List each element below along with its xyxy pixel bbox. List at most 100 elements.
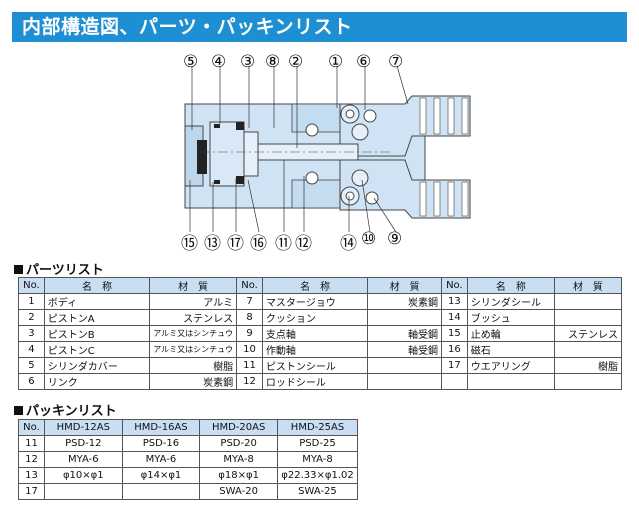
part-material: アルミ (149, 293, 238, 310)
part-name: マスタージョウ (261, 293, 369, 310)
parts-table: No. 名 称 材 質 No. 名 称 材 質 No. 名 称 材 質 1 ボデ… (18, 277, 623, 390)
packing-no: 11 (18, 435, 45, 452)
col-name: 名 称 (466, 277, 555, 294)
part-name: 作動軸 (261, 341, 369, 358)
callout-label: ⑮ (181, 234, 198, 254)
packing-cell: PSD-25 (276, 435, 359, 452)
callout-label: ⑥ (356, 52, 372, 72)
packing-cell: MYA-6 (43, 451, 123, 468)
section-square-icon (14, 406, 23, 415)
part-material: アルミ又はシンチュウ (149, 325, 238, 342)
callout-label: ③ (240, 52, 256, 72)
parts-table-header: No. 名 称 材 質 No. 名 称 材 質 No. 名 称 材 質 (18, 277, 623, 294)
callout-labels-top: ⑤ ④ ③ ⑧ ② ① ⑥ ⑦ (0, 52, 639, 72)
part-name: ピストンB (43, 325, 151, 342)
part-no: 7 (236, 293, 263, 310)
part-material: 樹脂 (553, 357, 623, 374)
part-no: 14 (440, 309, 468, 326)
table-row: 1 ボディ アルミ 7 マスタージョウ 炭素鋼 13 シリンダシール (18, 293, 623, 310)
table-row: 5 シリンダカバー 樹脂 11 ピストンシール 17 ウエアリング 樹脂 (18, 357, 623, 374)
part-no: 9 (236, 325, 263, 342)
part-no: 3 (18, 325, 45, 342)
col-material: 材 質 (367, 277, 442, 294)
callout-label: ⑬ (204, 234, 221, 254)
empty-cell (466, 373, 555, 390)
part-no: 13 (440, 293, 468, 310)
part-material (367, 357, 442, 374)
internal-structure-diagram (184, 65, 471, 233)
page-title: 内部構造図、パーツ・パッキンリスト (12, 12, 627, 42)
part-name: シリンダカバー (43, 357, 151, 374)
part-name: ウエアリング (466, 357, 555, 374)
table-row: 2 ピストンA ステンレス 8 クッション 14 ブッシュ (18, 309, 623, 326)
part-no: 6 (18, 373, 45, 390)
packing-table: No. HMD-12AS HMD-16AS HMD-20AS HMD-25AS … (18, 419, 359, 500)
callout-label: ⑧ (265, 52, 281, 72)
callout-label: ⑦ (388, 52, 404, 72)
callout-label: ⑤ (183, 52, 199, 72)
part-name: 支点軸 (261, 325, 369, 342)
part-material: 樹脂 (149, 357, 238, 374)
part-no: 5 (18, 357, 45, 374)
col-material: 材 質 (149, 277, 238, 294)
packing-cell (43, 483, 123, 500)
part-no: 1 (18, 293, 45, 310)
table-row: 13 φ10×φ1 φ14×φ1 φ18×φ1 φ22.33×φ1.02 (18, 467, 359, 484)
part-no: 10 (236, 341, 263, 358)
part-material: アルミ又はシンチュウ (149, 341, 238, 358)
part-material (367, 373, 442, 390)
part-name: シリンダシール (466, 293, 555, 310)
packing-no: 13 (18, 467, 45, 484)
col-model: HMD-12AS (43, 419, 123, 436)
part-no: 8 (236, 309, 263, 326)
part-no: 15 (440, 325, 468, 342)
packing-cell: SWA-20 (199, 483, 278, 500)
part-name: ボディ (43, 293, 151, 310)
part-material: 軸受鋼 (367, 341, 442, 358)
packing-no: 17 (18, 483, 45, 500)
empty-cell (440, 373, 468, 390)
packing-cell: φ10×φ1 (43, 467, 123, 484)
part-material (367, 309, 442, 326)
part-no: 4 (18, 341, 45, 358)
part-no: 11 (236, 357, 263, 374)
parts-list-heading: パーツリスト (14, 259, 104, 278)
packing-cell: φ14×φ1 (121, 467, 201, 484)
part-material: ステンレス (553, 325, 623, 342)
part-name: ピストンC (43, 341, 151, 358)
packing-cell: MYA-8 (276, 451, 359, 468)
table-row: 3 ピストンB アルミ又はシンチュウ 9 支点軸 軸受鋼 15 止め輪 ステンレ… (18, 325, 623, 342)
callout-label: ⑭ (340, 234, 357, 254)
callout-label: ⑪ (275, 234, 292, 254)
packing-cell: MYA-8 (199, 451, 278, 468)
part-material: 軸受鋼 (367, 325, 442, 342)
part-no: 12 (236, 373, 263, 390)
callout-label: ⑫ (295, 234, 312, 254)
callout-label: ⑯ (250, 234, 267, 254)
packing-cell (121, 483, 201, 500)
part-material (553, 309, 623, 326)
col-no: No. (18, 419, 45, 436)
part-name: ピストンA (43, 309, 151, 326)
empty-cell (553, 373, 623, 390)
part-no: 17 (440, 357, 468, 374)
parts-list-title: パーツリスト (26, 263, 104, 278)
packing-cell: PSD-20 (199, 435, 278, 452)
col-name: 名 称 (261, 277, 369, 294)
packing-list-title: パッキンリスト (26, 404, 117, 419)
packing-table-header: No. HMD-12AS HMD-16AS HMD-20AS HMD-25AS (18, 419, 359, 436)
part-no: 16 (440, 341, 468, 358)
col-model: HMD-25AS (276, 419, 359, 436)
col-name: 名 称 (43, 277, 151, 294)
callout-label: ⑨ (387, 229, 403, 249)
part-material: 炭素鋼 (367, 293, 442, 310)
part-name: 磁石 (466, 341, 555, 358)
table-row: 12 MYA-6 MYA-6 MYA-8 MYA-8 (18, 451, 359, 468)
table-row: 4 ピストンC アルミ又はシンチュウ 10 作動軸 軸受鋼 16 磁石 (18, 341, 623, 358)
col-no: No. (236, 277, 263, 294)
part-name: 止め輪 (466, 325, 555, 342)
callout-labels-bottom: ⑮ ⑬ ⑰ ⑯ ⑪ ⑫ ⑭ ⑩ ⑨ (0, 229, 639, 254)
col-no: No. (440, 277, 468, 294)
table-row: 6 リンク 炭素鋼 12 ロッドシール (18, 373, 623, 390)
callout-label: ① (328, 52, 344, 72)
